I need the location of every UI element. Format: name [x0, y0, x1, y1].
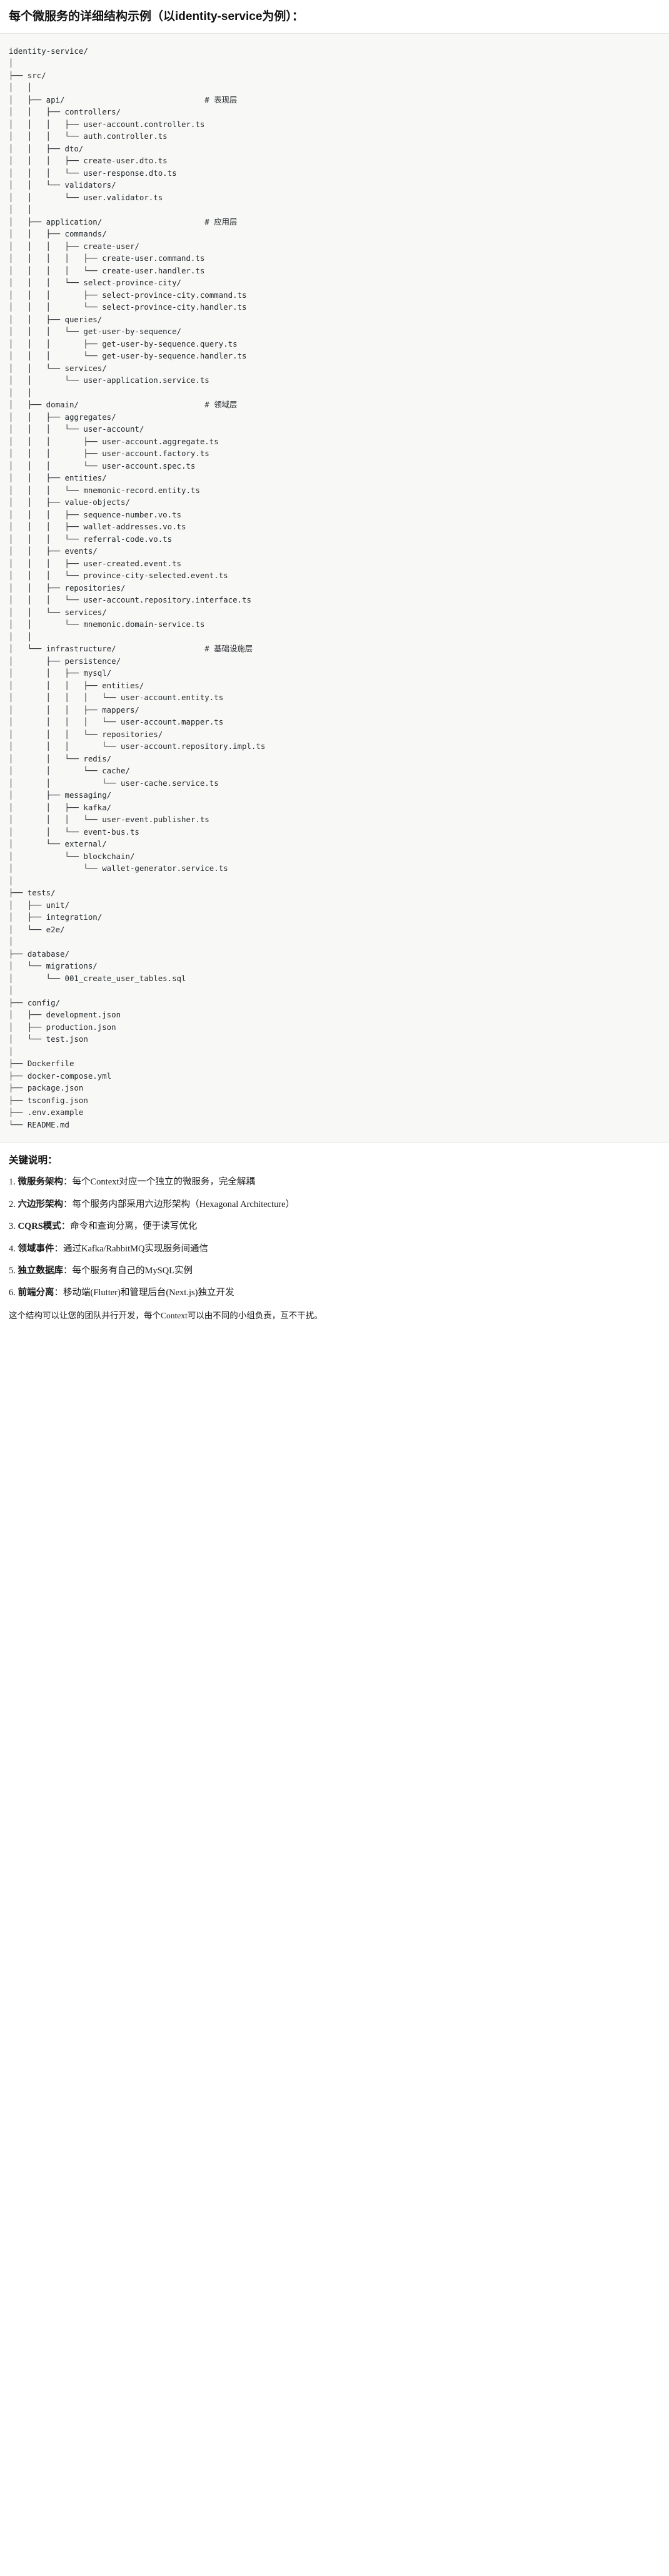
- directory-tree-text: identity-service/ │ ├── src/ │ │ │ ├── a…: [9, 46, 266, 1129]
- note-body: 移动端(Flutter)和管理后台(Next.js)独立开发: [63, 1288, 234, 1298]
- note-lead: 六边形架构: [18, 1199, 64, 1209]
- note-lead: CQRS模式: [18, 1221, 61, 1232]
- note-separator: ：: [63, 1265, 73, 1276]
- note-body: 每个Context对应一个独立的微服务，完全解耦: [72, 1177, 255, 1188]
- note-lead: 前端分离: [18, 1288, 54, 1298]
- note-separator: ：: [54, 1288, 64, 1298]
- note-body: 每个服务有自己的MySQL实例: [72, 1265, 193, 1276]
- note-lead: 领域事件: [18, 1243, 54, 1254]
- list-item: 独立数据库：每个服务有自己的MySQL实例: [9, 1264, 660, 1278]
- note-lead: 微服务架构: [18, 1177, 64, 1188]
- note-body: 每个服务内部采用六边形架构（Hexagonal Architecture）: [72, 1199, 295, 1209]
- code-block-directory-tree: identity-service/ │ ├── src/ │ │ │ ├── a…: [0, 33, 669, 1143]
- note-separator: ：: [63, 1177, 73, 1188]
- key-notes-title: 关键说明：: [9, 1155, 58, 1166]
- list-item: 前端分离：移动端(Flutter)和管理后台(Next.js)独立开发: [9, 1286, 660, 1300]
- key-notes-list: 微服务架构：每个Context对应一个独立的微服务，完全解耦 六边形架构：每个服…: [9, 1175, 660, 1300]
- closing-paragraph: 这个结构可以让您的团队并行开发，每个Context可以由不同的小组负责，互不干扰…: [9, 1310, 323, 1320]
- note-separator: ：: [54, 1243, 64, 1254]
- list-item: CQRS模式：命令和查询分离，便于读写优化: [9, 1219, 660, 1233]
- list-item: 领域事件：通过Kafka/RabbitMQ实现服务间通信: [9, 1242, 660, 1256]
- note-separator: ：: [63, 1199, 73, 1209]
- key-notes-section: 关键说明： 微服务架构：每个Context对应一个独立的微服务，完全解耦 六边形…: [0, 1143, 669, 1338]
- note-separator: ：: [61, 1221, 71, 1232]
- note-body: 命令和查询分离，便于读写优化: [70, 1221, 198, 1232]
- page-title: 每个微服务的详细结构示例（以identity-service为例）：: [9, 10, 304, 23]
- list-item: 微服务架构：每个Context对应一个独立的微服务，完全解耦: [9, 1175, 660, 1189]
- list-item: 六边形架构：每个服务内部采用六边形架构（Hexagonal Architectu…: [9, 1198, 660, 1211]
- note-lead: 独立数据库: [18, 1265, 64, 1276]
- note-body: 通过Kafka/RabbitMQ实现服务间通信: [63, 1243, 208, 1254]
